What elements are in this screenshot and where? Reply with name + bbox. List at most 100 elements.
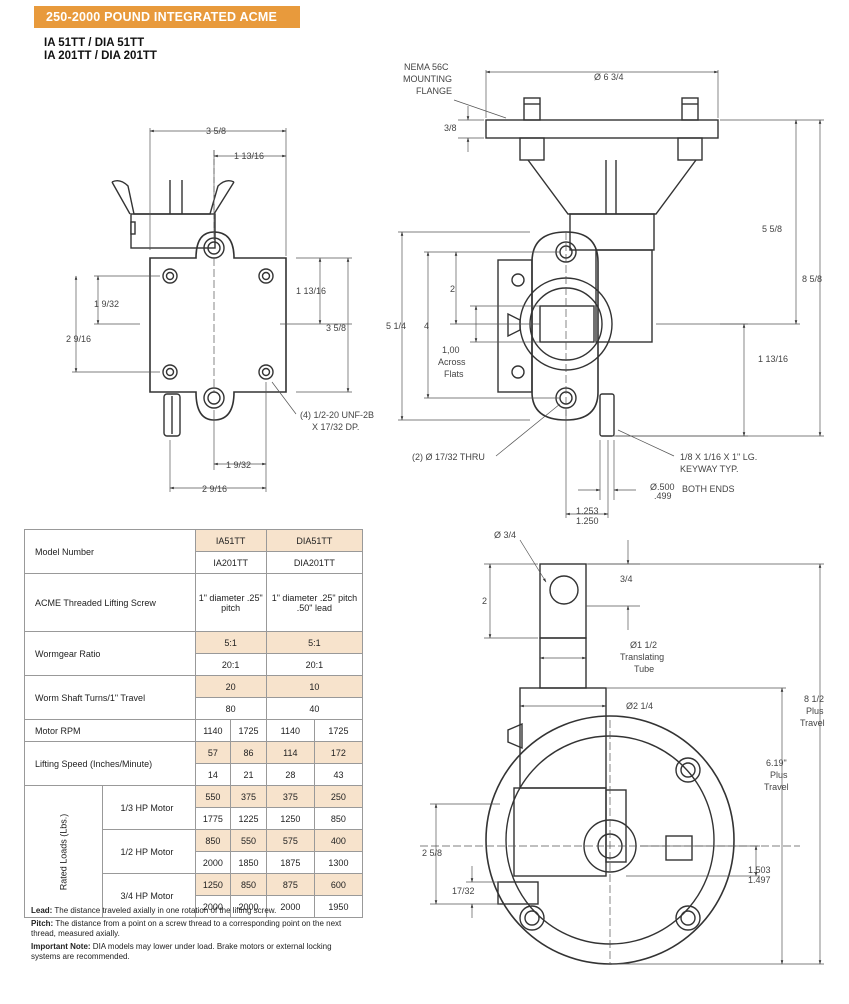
dim-2: 2 [450, 284, 455, 294]
front-view-labels: 3 5/8 1 13/16 1 9/32 2 9/16 1 13/16 3 5/… [66, 126, 374, 494]
side-view-labels: NEMA 56C MOUNTING FLANGE Ø 6 3/4 3/8 5 5… [386, 62, 822, 526]
both-ends-label: BOTH ENDS [682, 484, 735, 494]
load-cell: 550 [194, 785, 232, 808]
note-important-title: Important Note: [31, 942, 91, 951]
header-ia201tt: IA201TT [194, 551, 267, 574]
dim-3-8: 3/8 [444, 123, 457, 133]
label-lifting-screw: ACME Threaded Lifting Screw [24, 573, 196, 632]
speed-cell: 86 [230, 741, 267, 764]
top-view-labels: Ø 3/4 3/4 2 Ø1 1/2 Translating Tube Ø2 1… [422, 530, 825, 896]
load-cell: 1950 [313, 895, 364, 918]
tap-note-2: X 17/32 DP. [312, 422, 359, 432]
header-title: 250-2000 POUND INTEGRATED ACME SCREW [46, 10, 278, 46]
ratio-dia-201: 20:1 [265, 653, 364, 676]
dim-3-4-hole: Ø 3/4 [494, 530, 516, 540]
header-dia201tt: DIA201TT [265, 551, 364, 574]
tube-label-1: Ø1 1/2 [630, 640, 657, 650]
keyway-label-2: KEYWAY TYP. [680, 464, 739, 474]
nema-label-3: FLANGE [416, 86, 452, 96]
rpm-cell: 1140 [194, 719, 232, 742]
dim-1-13-16-right: 1 13/16 [296, 286, 326, 296]
dim-1253: 1.253 [576, 506, 599, 516]
speed-cell: 57 [194, 741, 232, 764]
speed-cell: 21 [230, 763, 267, 786]
note-lead-title: Lead: [31, 906, 53, 915]
note-important: Important Note: DIA models may lower und… [31, 942, 361, 962]
travel2-label-3: Travel [764, 782, 789, 792]
load-cell: 850 [313, 807, 364, 830]
load-cell: 375 [230, 785, 267, 808]
label-motor-rpm: Motor RPM [24, 719, 196, 742]
dim-1250: 1.250 [576, 516, 599, 526]
dim-1-9-32-left: 1 9/32 [94, 299, 119, 309]
dim-2-1-4: Ø2 1/4 [626, 701, 653, 711]
load-cell: 250 [313, 785, 364, 808]
note-pitch-title: Pitch: [31, 919, 54, 928]
front-view [111, 179, 287, 437]
dim-1-9-32-bottom: 1 9/32 [226, 460, 251, 470]
shaft-dia-a: Ø.500 [650, 482, 675, 492]
dim-3-5-8-right: 3 5/8 [326, 323, 346, 333]
shaft-dia-b: .499 [654, 491, 672, 501]
thru-hole-label: (2) Ø 17/32 THRU [412, 452, 485, 462]
turns-ia-51: 20 [194, 675, 267, 698]
turns-ia-201: 80 [194, 697, 267, 720]
note-pitch: Pitch: The distance from a point on a sc… [31, 919, 361, 939]
ratio-ia-51: 5:1 [194, 631, 267, 654]
across-flats-2: Across [438, 357, 466, 367]
dim-2-5-8: 2 5/8 [422, 848, 442, 858]
label-worm-turns: Worm Shaft Turns/1" Travel [24, 675, 196, 720]
header-ia51tt: IA51TT [194, 529, 267, 552]
travel-label-1: 8 1/2 [804, 694, 824, 704]
speed-cell: 114 [265, 741, 315, 764]
keyway-label-1: 1/8 X 1/16 X 1" LG. [680, 452, 757, 462]
load-cell: 2000 [230, 895, 267, 918]
model-line-2: IA 201TT / DIA 201TT [44, 50, 157, 62]
screw-ia: 1" diameter .25" pitch [194, 573, 267, 632]
dim-4: 4 [424, 321, 429, 331]
load-cell: 400 [313, 829, 364, 852]
spec-table: Model Number IA51TT DIA51TT IA201TT DIA2… [24, 529, 364, 918]
travel2-label-1: 6.19" [766, 758, 787, 768]
dim-1503: 1.503 [748, 865, 771, 875]
load-cell: 850 [230, 873, 267, 896]
travel2-label-2: Plus [770, 770, 788, 780]
rpm-cell: 1725 [313, 719, 364, 742]
side-view-dims [398, 70, 824, 518]
load-cell: 1300 [313, 851, 364, 874]
load-cell: 1225 [230, 807, 267, 830]
dim-6-3-4: Ø 6 3/4 [594, 72, 624, 82]
turns-dia-201: 40 [265, 697, 364, 720]
load-cell: 1850 [230, 851, 267, 874]
rated-loads-text: Rated Loads (Lbs.) [58, 813, 69, 890]
load-cell: 550 [230, 829, 267, 852]
model-list: IA 51TT / DIA 51TT IA 201TT / DIA 201TT [44, 37, 157, 63]
dim-3-4: 3/4 [620, 574, 633, 584]
load-cell: 1250 [265, 807, 315, 830]
dim-2-top: 2 [482, 596, 487, 606]
dim-1-13-16-side: 1 13/16 [758, 354, 788, 364]
dim-5-5-8: 5 5/8 [762, 224, 782, 234]
nema-label-1: NEMA 56C [404, 62, 449, 72]
tap-note-1: (4) 1/2-20 UNF-2B [300, 410, 374, 420]
label-rated-loads: Rated Loads (Lbs.) [24, 785, 103, 918]
screw-dia: 1" diameter .25" pitch .50" lead [265, 573, 364, 632]
dim-2-9-16-left: 2 9/16 [66, 334, 91, 344]
side-view [485, 97, 719, 437]
note-important-text: DIA models may lower under load. Brake m… [31, 942, 332, 961]
label-lifting-speed: Lifting Speed (Inches/Minute) [24, 741, 196, 786]
dim-17-32: 17/32 [452, 886, 475, 896]
dim-5-1-4: 5 1/4 [386, 321, 406, 331]
speed-cell: 43 [313, 763, 364, 786]
note-lead-text: The distance traveled axially in one rot… [52, 906, 277, 915]
label-hp-1-2: 1/2 HP Motor [101, 829, 196, 874]
rpm-cell: 1140 [265, 719, 315, 742]
dim-8-5-8: 8 5/8 [802, 274, 822, 284]
dim-1497: 1.497 [748, 875, 771, 885]
speed-cell: 14 [194, 763, 232, 786]
across-flats-1: 1,00 [442, 345, 460, 355]
label-hp-3-4: 3/4 HP Motor [101, 873, 196, 918]
load-cell: 875 [265, 873, 315, 896]
label-wormgear-ratio: Wormgear Ratio [24, 631, 196, 676]
